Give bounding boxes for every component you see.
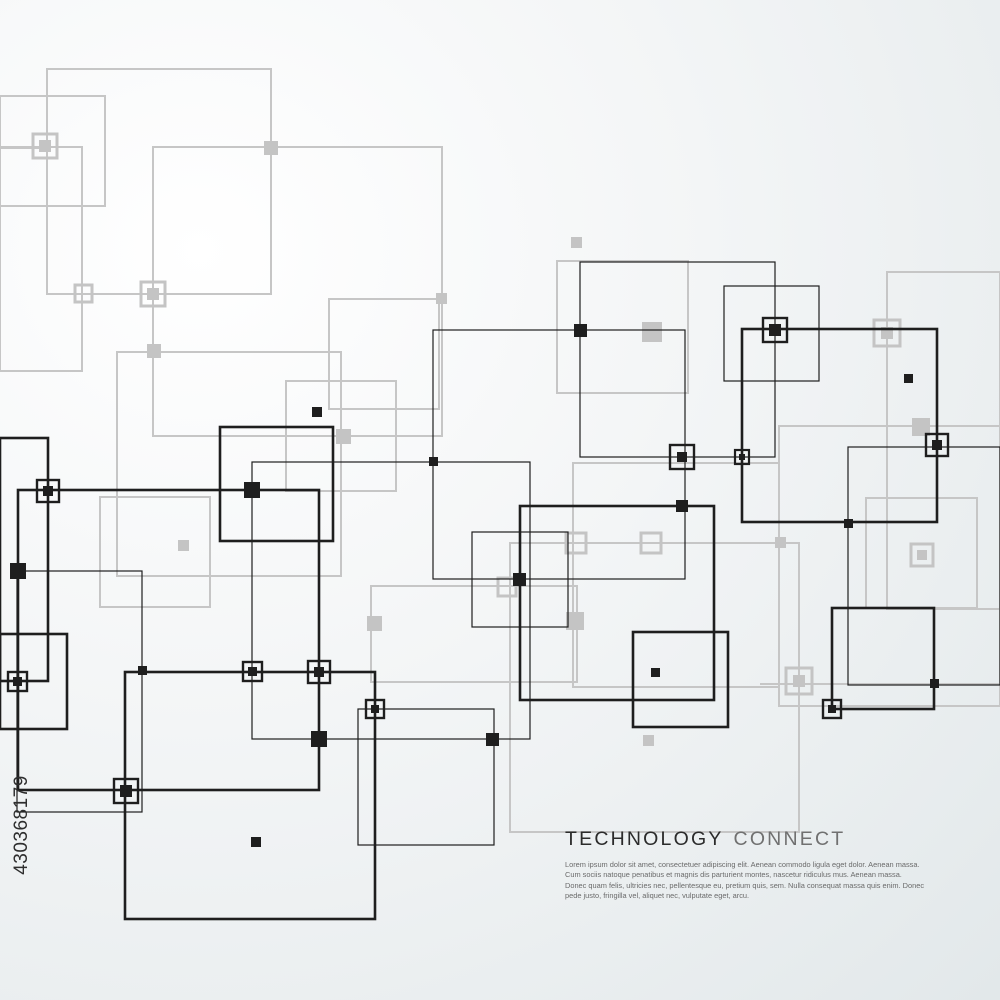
foreground-thin-lines bbox=[16, 261, 1000, 846]
dark-frame-thin bbox=[579, 261, 776, 458]
light-node bbox=[178, 540, 189, 551]
dark-node bbox=[311, 731, 327, 747]
dark-frame-thin bbox=[251, 461, 531, 740]
light-node-outlined bbox=[139, 280, 167, 308]
dark-frame-thick bbox=[0, 632, 69, 731]
dark-node bbox=[574, 324, 587, 337]
dark-node-outlined bbox=[924, 432, 950, 458]
light-frame bbox=[116, 351, 342, 577]
light-node bbox=[367, 616, 382, 631]
light-node-outlined bbox=[909, 542, 935, 568]
dark-frame-thick bbox=[631, 630, 730, 729]
dark-node bbox=[930, 679, 939, 688]
light-node bbox=[39, 140, 51, 152]
headline-word-connect: CONNECT bbox=[733, 828, 846, 850]
dark-node bbox=[486, 733, 499, 746]
light-node-outlined bbox=[31, 132, 59, 160]
dark-frame-thick bbox=[123, 670, 377, 921]
dark-frame-thick bbox=[0, 436, 50, 683]
light-frame bbox=[0, 95, 106, 207]
background-network-layer bbox=[0, 68, 1000, 833]
light-node-outlined bbox=[496, 576, 518, 598]
light-node bbox=[336, 429, 351, 444]
dark-node-outlined bbox=[821, 698, 843, 720]
dark-frame-thick bbox=[518, 504, 716, 702]
dark-node bbox=[651, 668, 660, 677]
light-node bbox=[642, 322, 662, 342]
light-node-outlined bbox=[73, 283, 94, 304]
dark-node-outlined bbox=[112, 777, 140, 805]
dark-node bbox=[904, 374, 913, 383]
light-node-outlined bbox=[639, 531, 663, 555]
light-node bbox=[912, 418, 930, 436]
light-frame bbox=[556, 260, 689, 394]
dark-node bbox=[10, 563, 26, 579]
dark-frame-thick bbox=[218, 425, 335, 543]
dark-node-outlined bbox=[306, 659, 332, 685]
dark-frame-thin bbox=[432, 329, 686, 580]
dark-node bbox=[312, 407, 322, 417]
light-frame bbox=[99, 496, 211, 608]
light-node-outlined bbox=[564, 531, 588, 555]
light-node bbox=[917, 550, 927, 560]
headline: TECHNOLOGY CONNECT bbox=[565, 828, 845, 851]
dark-node bbox=[429, 457, 438, 466]
light-frame bbox=[572, 462, 780, 688]
dark-node bbox=[676, 500, 688, 512]
foreground-node-layer bbox=[6, 316, 950, 847]
body-text: Lorem ipsum dolor sit amet, consectetuer… bbox=[565, 860, 945, 901]
dark-node bbox=[251, 837, 261, 847]
light-node-outlined bbox=[784, 666, 814, 696]
stock-id-label: 430368179 bbox=[4, 765, 40, 885]
light-frame bbox=[886, 271, 1000, 610]
dark-node-outlined bbox=[733, 448, 751, 466]
light-frame bbox=[152, 146, 443, 437]
light-frame bbox=[370, 585, 578, 683]
dark-node-outlined bbox=[6, 670, 29, 693]
light-frame bbox=[509, 542, 800, 833]
dark-node-outlined bbox=[761, 316, 789, 344]
light-node bbox=[775, 537, 786, 548]
body-text-line: Donec quam felis, ultricies nec, pellent… bbox=[565, 880, 925, 890]
light-node bbox=[566, 612, 584, 630]
dark-node-outlined bbox=[241, 660, 264, 683]
light-frame bbox=[328, 298, 440, 410]
light-node bbox=[793, 675, 805, 687]
light-node bbox=[571, 237, 582, 248]
dark-node bbox=[244, 482, 260, 498]
light-frame bbox=[778, 425, 1000, 707]
body-text-line: Lorem ipsum dolor sit amet, consectetuer… bbox=[565, 860, 920, 869]
dark-frame-thick bbox=[16, 488, 321, 792]
light-node bbox=[147, 288, 159, 300]
light-frame bbox=[0, 146, 83, 372]
light-node bbox=[147, 344, 161, 358]
dark-node-outlined bbox=[668, 443, 696, 471]
light-node bbox=[264, 141, 278, 155]
light-node bbox=[643, 735, 654, 746]
headline-word-technology: TECHNOLOGY bbox=[565, 828, 724, 850]
dark-frame-thin bbox=[723, 285, 820, 382]
dark-node bbox=[138, 666, 147, 675]
light-node-outlined bbox=[872, 318, 902, 348]
dark-node bbox=[844, 519, 853, 528]
dark-node-outlined bbox=[364, 698, 386, 720]
body-text-line: pede justo, fringilla vel, aliquet nec, … bbox=[565, 890, 750, 900]
light-frame bbox=[46, 68, 272, 295]
dark-frame-thin bbox=[357, 708, 495, 846]
dark-node-outlined bbox=[35, 478, 61, 504]
dark-node bbox=[513, 573, 526, 586]
light-node bbox=[436, 293, 447, 304]
dark-frame-thin bbox=[847, 446, 1000, 686]
dark-frame-thick bbox=[740, 327, 939, 524]
dark-frame-thick bbox=[830, 606, 936, 711]
stock-id-number: 430368179 bbox=[11, 775, 32, 875]
foreground-thick-lines bbox=[0, 327, 939, 921]
body-text-line: Cum sociis natoque penatibus et magnis d… bbox=[565, 870, 902, 880]
